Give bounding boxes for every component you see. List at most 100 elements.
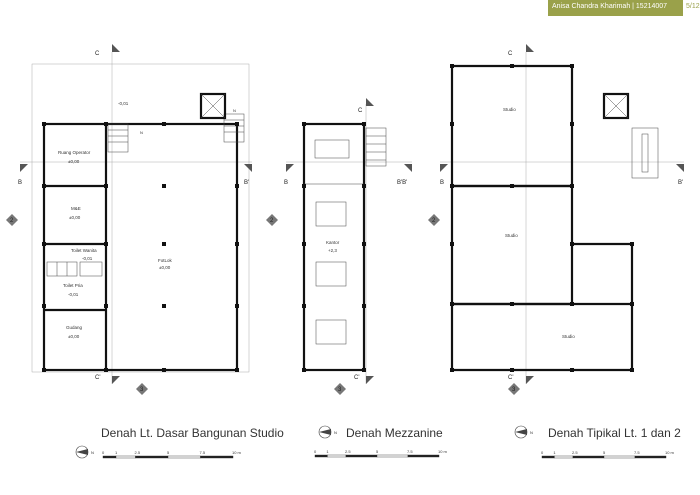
room-me: M&E xyxy=(71,206,81,211)
north-arrow-mark: N xyxy=(233,108,236,113)
section-mark-b-prime: B' xyxy=(678,180,683,186)
scale-bar-label: 0 xyxy=(102,450,105,455)
stair xyxy=(631,127,659,179)
room-studio: Studio xyxy=(505,233,518,238)
scale-bar-segment xyxy=(314,454,328,458)
axis-marker-2: 2 xyxy=(270,218,274,224)
section-mark-b: B xyxy=(18,180,22,186)
section-mark-b: B xyxy=(440,180,444,186)
scale-bar-label: 5 xyxy=(167,450,170,455)
title-plan-typical: Denah Tipikal Lt. 1 dan 2 xyxy=(548,426,681,440)
axis-marker-3: 3 xyxy=(140,387,144,393)
studio-wall xyxy=(450,64,574,188)
scale-bar-segment xyxy=(634,455,667,459)
work-table xyxy=(315,201,347,227)
toilet-cubicles xyxy=(46,261,78,277)
room-fotlok: FotLok xyxy=(158,258,173,263)
stair xyxy=(365,127,387,167)
stair xyxy=(107,123,129,153)
scale-bar-label: 2.5 xyxy=(345,449,351,454)
section-mark-bb-prime: B'B' xyxy=(397,180,407,186)
room-level: ±0,00 xyxy=(69,215,81,220)
axis-marker-3: 3 xyxy=(512,387,516,393)
title-plan-ground-floor: Denah Lt. Dasar Bangunan Studio xyxy=(101,426,284,440)
scale-bar-segment xyxy=(200,455,234,459)
scale-bar-segment xyxy=(554,455,574,459)
scale-bar-segment xyxy=(327,454,347,458)
scale-bar-segment xyxy=(135,455,169,459)
lift-shaft xyxy=(199,92,227,120)
scale-bar-label: 10 m xyxy=(438,449,448,454)
north-symbol-3: N xyxy=(514,425,533,439)
section-mark-b-prime: B' xyxy=(244,180,249,186)
scale-bar-label: 1 xyxy=(115,450,118,455)
title-plan-mezzanine: Denah Mezzanine xyxy=(346,426,443,440)
room-toilet-pria: Toilet Pria xyxy=(63,283,83,288)
header-author: Anisa Chandra Kharimah | 15214007 xyxy=(552,3,668,10)
section-mark-c: C xyxy=(508,51,513,57)
scale-bar-segment xyxy=(167,455,201,459)
scale-bar-segment xyxy=(407,454,440,458)
scale-bar-label: 5 xyxy=(603,450,606,455)
site-outline xyxy=(31,63,250,373)
section-mark-c: C xyxy=(358,108,363,114)
studio-wall xyxy=(450,302,634,372)
room-studio: Studio xyxy=(503,107,516,112)
page-number: 5/12 xyxy=(686,3,700,10)
level-label: -0,01 xyxy=(118,101,129,106)
work-table xyxy=(315,319,347,345)
room-level: ±0,00 xyxy=(68,159,80,164)
section-mark-c-prime: C' xyxy=(95,375,100,381)
lift-shaft xyxy=(602,92,630,120)
axis-marker-3: 3 xyxy=(338,387,342,393)
room-studio: Studio xyxy=(562,334,575,339)
section-mark-b: B xyxy=(284,180,288,186)
axis-marker-2: 2 xyxy=(10,218,14,224)
scale-bar-label: 1 xyxy=(553,450,556,455)
axis-marker-2: 2 xyxy=(432,218,436,224)
scale-bar-segment xyxy=(102,455,117,459)
north-symbol-1: N xyxy=(75,445,94,459)
section-mark-c-prime: C' xyxy=(354,375,359,381)
scale-bar-label: 10 m xyxy=(232,450,242,455)
scale-bar-label: 7.5 xyxy=(200,450,206,455)
scale-bar-label: 7.5 xyxy=(634,450,640,455)
room-gudang: Gudang xyxy=(66,325,83,330)
scale-bar-segment xyxy=(541,455,555,459)
room-level: ±0,00 xyxy=(68,334,80,339)
section-mark-c: C xyxy=(95,51,100,57)
north-arrow-mark: N xyxy=(140,130,143,135)
scale-bar-segment xyxy=(376,454,409,458)
north-label: N xyxy=(91,450,94,455)
scale-bar-label: 1 xyxy=(326,449,329,454)
room-level: ±0,00 xyxy=(159,265,171,270)
scale-bar-label: 7.5 xyxy=(407,449,413,454)
meeting-table xyxy=(314,139,350,159)
section-mark-c-prime: C' xyxy=(508,375,513,381)
plan-ground-floor: C C' B B' 2 3 N N -0,01 Ruang Operator ±… xyxy=(6,44,252,395)
mezzanine-outer-wall xyxy=(302,122,366,372)
room-ruang-operator: Ruang Operator xyxy=(58,150,91,155)
north-label: N xyxy=(334,430,337,435)
work-table xyxy=(315,261,347,287)
scale-bar-label: 0 xyxy=(541,450,544,455)
studio-wall xyxy=(572,242,634,304)
scale-bar-segment xyxy=(572,455,605,459)
scale-bar-segment xyxy=(115,455,136,459)
scale-bar-label: 10 m xyxy=(665,450,675,455)
studio-wall xyxy=(450,184,574,306)
room-level: +2,3 xyxy=(328,248,337,253)
north-label: N xyxy=(530,430,533,435)
stair xyxy=(223,113,245,143)
room-level: -0,01 xyxy=(68,292,79,297)
scale-bar-label: 0 xyxy=(314,449,317,454)
scale-bar-segment xyxy=(603,455,636,459)
ground-floor-outer-wall xyxy=(42,122,239,372)
room-toilet-wanita: Toilet Wanita xyxy=(71,248,97,253)
scale-bar-segment xyxy=(345,454,378,458)
header-band xyxy=(548,0,683,16)
